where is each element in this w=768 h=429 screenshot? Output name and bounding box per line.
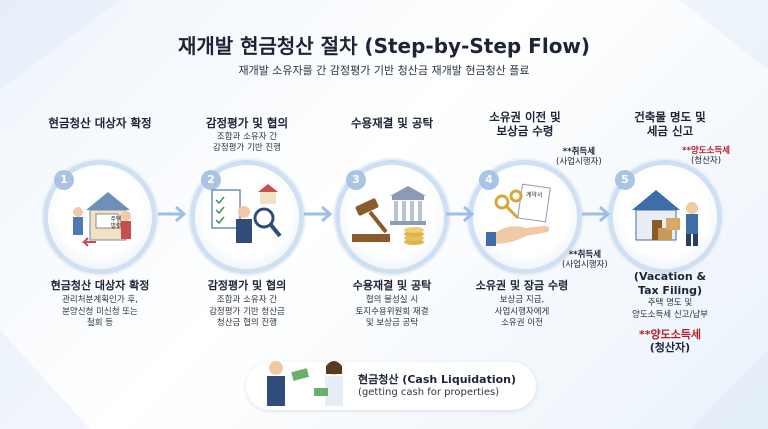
- step-4-tax-mid-name: **취득세: [568, 250, 602, 260]
- step-2-bottom-note: 조합과 소유자 간 감정평가 기반 청산금 청산금 협의 진행: [209, 295, 285, 328]
- step-4-number: 4: [479, 170, 499, 190]
- step-1-number: 1: [54, 170, 74, 190]
- step-2-number: 2: [201, 170, 221, 190]
- appraisal-magnifier-icon: [211, 184, 282, 243]
- banner-subtitle: (getting cash for properties): [358, 387, 500, 398]
- step-5-tax-bottom-who: (청산자): [649, 341, 691, 354]
- step-3-number: 3: [346, 170, 366, 190]
- step-5-tax-bottom-name: **양도소득세: [638, 328, 702, 341]
- step-2-top-label: 감정평가 및 협의: [205, 116, 289, 130]
- house-eviction-icon: [73, 192, 131, 247]
- cash-liquidation-banner: 현금청산 (Cash Liquidation) (getting cash fo…: [246, 361, 536, 410]
- step-4-bottom-note: 보상금 지급, 사업시행자에게 소유권 이전: [494, 295, 550, 328]
- step-5-number: 5: [615, 170, 635, 190]
- step-3-top-label: 수용재결 및 공탁: [350, 116, 434, 130]
- step-1-top-label: 현금청산 대상자 확정: [48, 116, 152, 130]
- step-3-bottom-note: 협의 불성실 시 토지수용위원회 재결 및 보상금 공탁: [355, 295, 429, 328]
- arrow-right-icon: [582, 205, 611, 223]
- arrow-right-icon: [304, 205, 333, 223]
- step-5-tax-top: **양도소득세 (청산자): [682, 146, 730, 166]
- step-1-icon-text: 주택 멸렬: [110, 216, 122, 230]
- step-4-tax-top-name: **취득세: [562, 147, 596, 157]
- step-4-tax-top-who: (사업시행자): [556, 157, 602, 167]
- arrow-right-icon: [158, 205, 187, 223]
- gavel-court-icon: [352, 186, 426, 245]
- cash-exchange-icon: [267, 361, 343, 406]
- step-5-top-label: 건축물 명도 및 세금 신고: [634, 110, 706, 138]
- banner-title: 현금청산 (Cash Liquidation): [358, 373, 517, 386]
- step-4-bottom-label: 소유권 및 장금 수령: [475, 279, 569, 292]
- step-4-tax-top: **취득세 (사업시행자): [556, 147, 602, 167]
- page-title: 재개발 현금청산 절차 (Step-by-Step Flow): [177, 34, 591, 58]
- step-1-bottom-note: 관리처분계획인가 후, 분양신청 미신청 또는 철회 등: [62, 295, 138, 328]
- step-4-icon-text: 계약서: [526, 192, 543, 199]
- step-4-tax-mid-who: (사업시행자): [562, 260, 608, 270]
- arrow-right-icon: [446, 205, 475, 223]
- step-2-bottom-label: 감정평가 및 협의: [207, 279, 287, 292]
- step-5-bottom-label: (Vacation & Tax Filing): [633, 270, 707, 297]
- step-3-bottom-label: 수용재결 및 공탁: [352, 279, 432, 292]
- step-4-top-label: 소유권 이전 및 보상금 수령: [489, 110, 561, 138]
- step-2-top-note: 조합과 소유자 간 감정평가 기반 진행: [213, 132, 281, 153]
- house-moving-icon: [632, 190, 698, 246]
- step-5-tax-top-who: (청산자): [690, 156, 722, 166]
- page-subtitle: 재개발 소유자를 간 감정평가 기반 청산금 재개발 현금청산 플료: [238, 64, 530, 77]
- step-5-tax-top-name: **양도소득세: [682, 146, 730, 156]
- step-1-bottom-label: 현금청산 대상자 확정: [50, 279, 150, 292]
- step-5-bottom-note: 주택 명도 및 양도소득세 신고/납부: [632, 298, 708, 320]
- step-5-tax-bottom: **양도소득세 (청산자): [620, 328, 720, 354]
- step-4-tax-mid: **취득세 (사업시행자): [562, 250, 608, 270]
- contract-keys-icon: [486, 183, 551, 246]
